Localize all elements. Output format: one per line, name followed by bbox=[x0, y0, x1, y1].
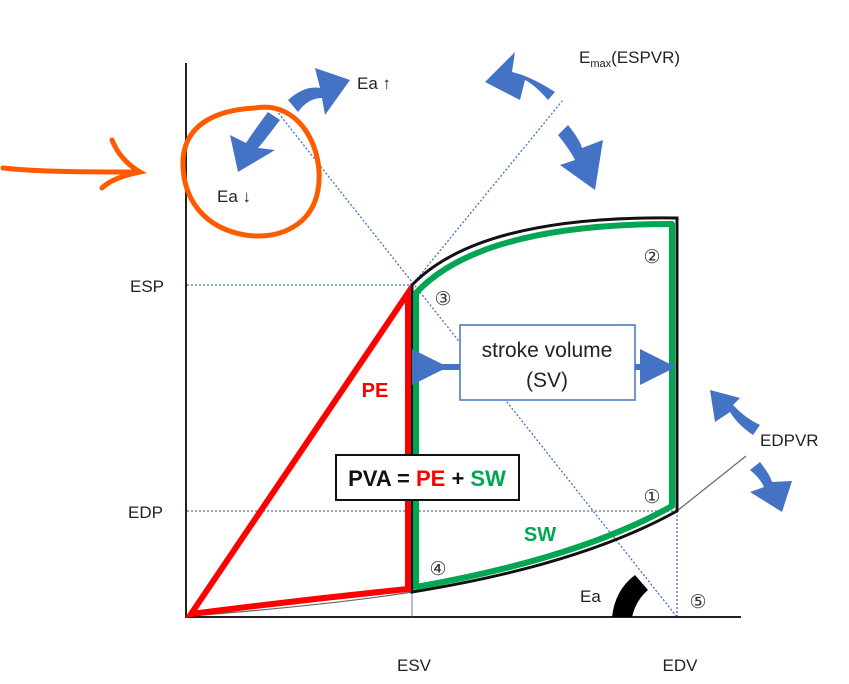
ea-down-label: Ea ↓ bbox=[217, 187, 251, 206]
annotation-circle bbox=[180, 104, 322, 239]
pva-box bbox=[335, 454, 520, 501]
ea-up-label: Ea ↑ bbox=[357, 74, 391, 93]
emax-up-arrow-icon bbox=[485, 52, 555, 100]
stroke-work-loop bbox=[413, 221, 675, 590]
edv-label: EDV bbox=[663, 656, 699, 675]
hand-drawn-annotation-icon bbox=[0, 104, 322, 239]
point-5: ⑤ bbox=[689, 592, 706, 613]
emax-label: Emax(ESPVR) bbox=[579, 48, 680, 70]
point-4: ④ bbox=[429, 559, 446, 580]
esp-label: ESP bbox=[130, 277, 164, 296]
ea-angle-label: Ea bbox=[580, 587, 601, 606]
edpvr-label: EDPVR bbox=[760, 431, 819, 450]
sw-label: SW bbox=[524, 524, 556, 546]
edpvr-up-arrow-icon bbox=[710, 390, 760, 435]
pe-label: PE bbox=[362, 380, 389, 402]
emax-down-arrow-icon bbox=[558, 125, 603, 190]
stroke-volume-box bbox=[459, 324, 636, 401]
ea-up-arrow-icon bbox=[288, 68, 350, 115]
potential-energy-area bbox=[184, 283, 411, 618]
point-1: ① bbox=[643, 487, 660, 508]
ea-angle-arc bbox=[612, 575, 648, 617]
pv-loop-outline bbox=[410, 216, 679, 594]
sv-label-line1: stroke volume bbox=[482, 339, 613, 362]
ea-down-arrow-icon bbox=[230, 112, 280, 172]
sv-label-line2: (SV) bbox=[526, 369, 568, 392]
edpvr-down-arrow-icon bbox=[750, 462, 792, 512]
point-3: ③ bbox=[434, 289, 451, 310]
pva-equation: PVA = PE + SW bbox=[348, 466, 506, 491]
annotation-arrow bbox=[0, 137, 147, 191]
esv-label: ESV bbox=[397, 656, 432, 675]
edp-label: EDP bbox=[128, 503, 163, 522]
point-2: ② bbox=[643, 247, 660, 268]
emax-line bbox=[411, 99, 564, 286]
